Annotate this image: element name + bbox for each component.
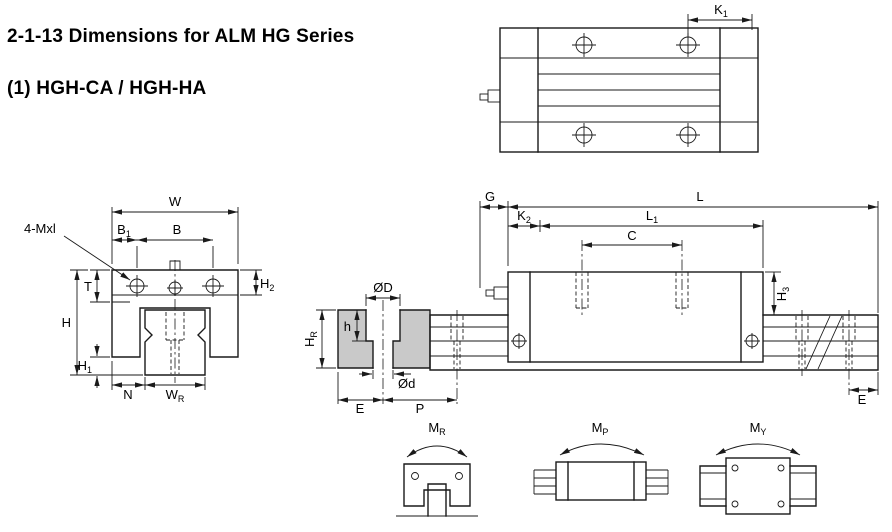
- moment-my: MY: [699, 420, 817, 515]
- dim-od-through: Ød: [359, 370, 415, 391]
- dim-p: P: [383, 397, 457, 416]
- dim-4mxl: 4-Mxl: [24, 221, 131, 281]
- dim-label-l: L: [696, 189, 703, 204]
- dim-c: C: [582, 228, 682, 248]
- dim-label-e-left: E: [356, 401, 365, 416]
- dim-label-h: H: [62, 315, 71, 330]
- dim-label-h-depth: h: [344, 319, 351, 334]
- moment-arrow-my: [715, 443, 801, 456]
- dim-label-4mxl: 4-Mxl: [24, 221, 56, 236]
- dim-label-h1: H1: [78, 358, 92, 375]
- end-seal-screw: [511, 333, 760, 349]
- dim-od-counterbore: ØD: [365, 280, 401, 306]
- dim-label-p: P: [416, 401, 425, 416]
- dim-label-b1: B1: [117, 222, 131, 239]
- dim-n-wr: N WR: [111, 361, 206, 404]
- dim-label-e-right: E: [858, 392, 867, 407]
- mounting-hole-symbol: [572, 33, 700, 147]
- dim-label-b: B: [173, 222, 182, 237]
- dim-label-h3: H3: [774, 287, 791, 301]
- moment-diagrams: MR MP MY: [396, 420, 817, 517]
- dim-e-right: E: [849, 372, 879, 407]
- moment-mp: MP: [533, 420, 669, 501]
- mini-side-view: [533, 461, 669, 501]
- moment-mr: MR: [396, 420, 478, 517]
- rail-mounting-holes: [450, 310, 856, 404]
- moment-arrow-mr: [406, 445, 468, 458]
- front-view: W 4-Mxl B1 B H2 T: [24, 194, 274, 404]
- dim-h: H: [62, 269, 143, 376]
- dim-t: T: [84, 269, 110, 303]
- rail-outline: [144, 260, 206, 383]
- dim-k2-l1: K2 L1: [508, 208, 764, 268]
- dim-label-k1: K1: [714, 2, 728, 19]
- dim-label-od-through: Ød: [398, 376, 415, 391]
- moment-arrow-mp: [559, 443, 645, 456]
- carriage-side-outline: [507, 271, 764, 363]
- side-view: G L K2 L1 C H3: [429, 189, 879, 407]
- dim-h3: H3: [765, 271, 791, 315]
- page-title: 2-1-13 Dimensions for ALM HG Series: [7, 26, 355, 47]
- page-subtitle: (1) HGH-CA / HGH-HA: [7, 78, 207, 99]
- dim-label-t: T: [84, 279, 92, 294]
- dim-label-hr: HR: [302, 331, 319, 347]
- dim-label-n: N: [123, 387, 132, 402]
- dim-g: G: [479, 189, 509, 288]
- mini-front-view: [396, 463, 478, 517]
- top-view-outline: [499, 27, 759, 153]
- dim-w: W: [111, 194, 239, 264]
- rail-side-outline: [429, 314, 879, 371]
- dim-h1: H1: [78, 344, 110, 388]
- grease-fitting: [167, 260, 183, 296]
- dim-h-depth: h: [344, 310, 366, 342]
- dim-k1: K1: [687, 2, 753, 36]
- top-view: K1: [479, 2, 759, 153]
- rail-section-view: ØD h HR Ød E: [302, 280, 457, 416]
- dim-label-mr: MR: [428, 420, 446, 437]
- grease-nipple-top: [479, 89, 501, 103]
- dim-e-left: E: [337, 372, 383, 416]
- dim-label-c: C: [627, 228, 636, 243]
- dim-label-g: G: [485, 189, 495, 204]
- dim-hr: HR: [302, 309, 336, 369]
- dim-label-h2: H2: [260, 276, 274, 293]
- dim-label-l1: L1: [646, 208, 658, 225]
- dim-label-my: MY: [750, 420, 767, 437]
- dim-h2: H2: [240, 269, 274, 296]
- dim-label-mp: MP: [592, 420, 609, 437]
- dim-label-w: W: [169, 194, 182, 209]
- dim-l: L: [508, 189, 879, 313]
- dim-label-od-counterbore: ØD: [373, 280, 393, 295]
- dim-label-k2: K2: [517, 208, 531, 225]
- grease-nipple-side: [485, 286, 509, 300]
- dim-label-wr: WR: [166, 387, 185, 404]
- carriage-mounting-holes: [575, 240, 689, 318]
- bolt-hole-symbol: [126, 275, 224, 297]
- mini-top-view: [699, 457, 817, 515]
- dim-b1-b: B1 B: [112, 222, 214, 268]
